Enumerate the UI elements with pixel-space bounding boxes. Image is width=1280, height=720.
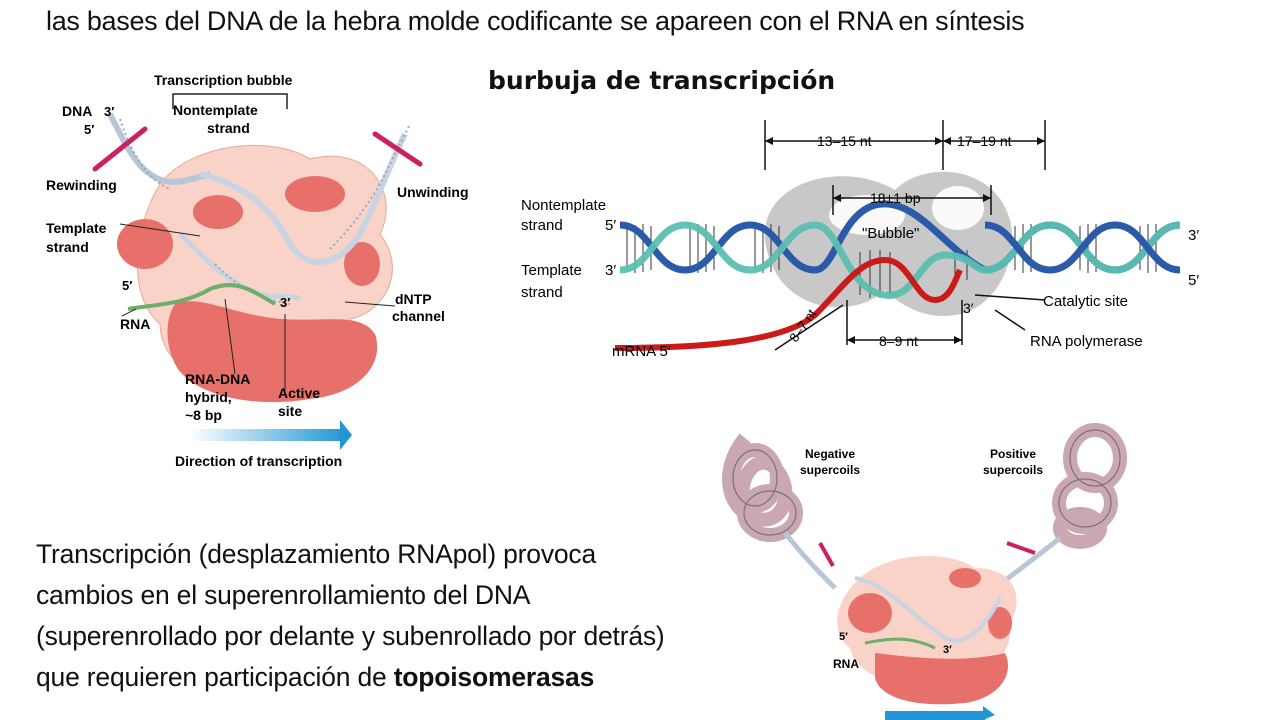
- unwinding-label: Unwinding: [397, 184, 469, 200]
- protein-lobe: [285, 176, 345, 212]
- nontemplate-label: Nontemplate: [173, 102, 258, 118]
- dim-8-9-label: 8–9 nt: [879, 333, 918, 349]
- bubble-detail-diagram: 13–15 nt 17–19 nt 18±1 bp "Bubble" Nonte…: [521, 120, 1199, 360]
- active-site-label: Active: [278, 385, 320, 401]
- hybrid-label: hybrid,: [185, 389, 232, 405]
- nontemplate-label: strand: [521, 217, 563, 234]
- transcription-bubble-label: Transcription bubble: [154, 72, 293, 88]
- rna-label: RNA: [833, 657, 859, 671]
- dim-18bp-label: 18±1 bp: [870, 190, 921, 206]
- positive-supercoils-label: Positive: [990, 447, 1036, 461]
- three-prime-label: 3′: [963, 300, 974, 316]
- template-label: strand: [46, 239, 89, 255]
- hybrid-label: RNA-DNA: [185, 371, 250, 387]
- mrna-strand: [614, 256, 963, 351]
- dim-13-15-label: 13–15 nt: [817, 133, 872, 149]
- negative-supercoils-label: Negative: [805, 447, 855, 461]
- three-prime-label: 3′: [1188, 227, 1199, 244]
- nontemplate-label: strand: [207, 120, 250, 136]
- header-text: las bases del DNA de la hebra molde codi…: [46, 6, 1025, 36]
- three-prime-label: 3′: [605, 262, 616, 279]
- dntp-label: channel: [392, 308, 445, 324]
- hybrid-label: ~8 bp: [185, 407, 222, 423]
- supercoil-diagram: Negative supercoils Positive supercoils …: [722, 423, 1127, 720]
- description-line: (superenrollado por delante y subenrolla…: [36, 621, 665, 651]
- rna-polymerase-label: RNA polymerase: [1030, 333, 1143, 350]
- rna-3-label: 3′: [280, 295, 290, 310]
- positive-supercoils-label: supercoils: [983, 463, 1043, 477]
- template-label: strand: [521, 284, 563, 301]
- dntp-label: dNTP: [395, 291, 432, 307]
- transcription-bubble-diagram: Transcription bubble Nontemplate strand …: [46, 72, 469, 469]
- protein-lobe: [117, 219, 173, 269]
- protein-lobe: [193, 195, 243, 229]
- dna-5-label: 5′: [84, 122, 94, 137]
- description-line: Transcripción (desplazamiento RNApol) pr…: [36, 539, 597, 569]
- dim-17-19-label: 17–19 nt: [957, 133, 1012, 149]
- direction-label: Direction of transcription: [175, 453, 342, 469]
- protein-lobe: [167, 301, 378, 403]
- rna-label: RNA: [120, 316, 150, 332]
- rna-5-label: 5′: [839, 631, 848, 643]
- template-label: Template: [521, 262, 582, 279]
- dna-label: DNA: [62, 103, 92, 119]
- rna-3-label: 3′: [943, 644, 952, 656]
- nontemplate-label: Nontemplate: [521, 197, 606, 214]
- template-label: Template: [46, 220, 107, 236]
- description-text: Transcripción (desplazamiento RNApol) pr…: [36, 534, 665, 698]
- description-text-part: que requieren participación de: [36, 662, 394, 692]
- rna-5-label: 5′: [122, 278, 132, 293]
- negative-supercoils-label: supercoils: [800, 463, 860, 477]
- dna-3-label: 3′: [104, 104, 114, 119]
- five-prime-label: 5′: [1188, 272, 1199, 289]
- mrna-label: mRNA 5′: [612, 343, 671, 360]
- five-prime-label: 5′: [605, 217, 616, 234]
- active-site-label: site: [278, 403, 302, 419]
- topoisomerasas-keyword: topoisomerasas: [393, 662, 595, 692]
- catalytic-site-label: Catalytic site: [1043, 293, 1128, 310]
- description-line: que requieren participación de topoisome…: [36, 657, 665, 698]
- description-line: cambios en el superenrollamiento del DNA: [36, 580, 531, 610]
- protein-lobe: [344, 242, 380, 286]
- bubble-label: "Bubble": [862, 225, 919, 242]
- bubble-title: burbuja de transcripción: [488, 66, 836, 95]
- rewinding-label: Rewinding: [46, 177, 117, 193]
